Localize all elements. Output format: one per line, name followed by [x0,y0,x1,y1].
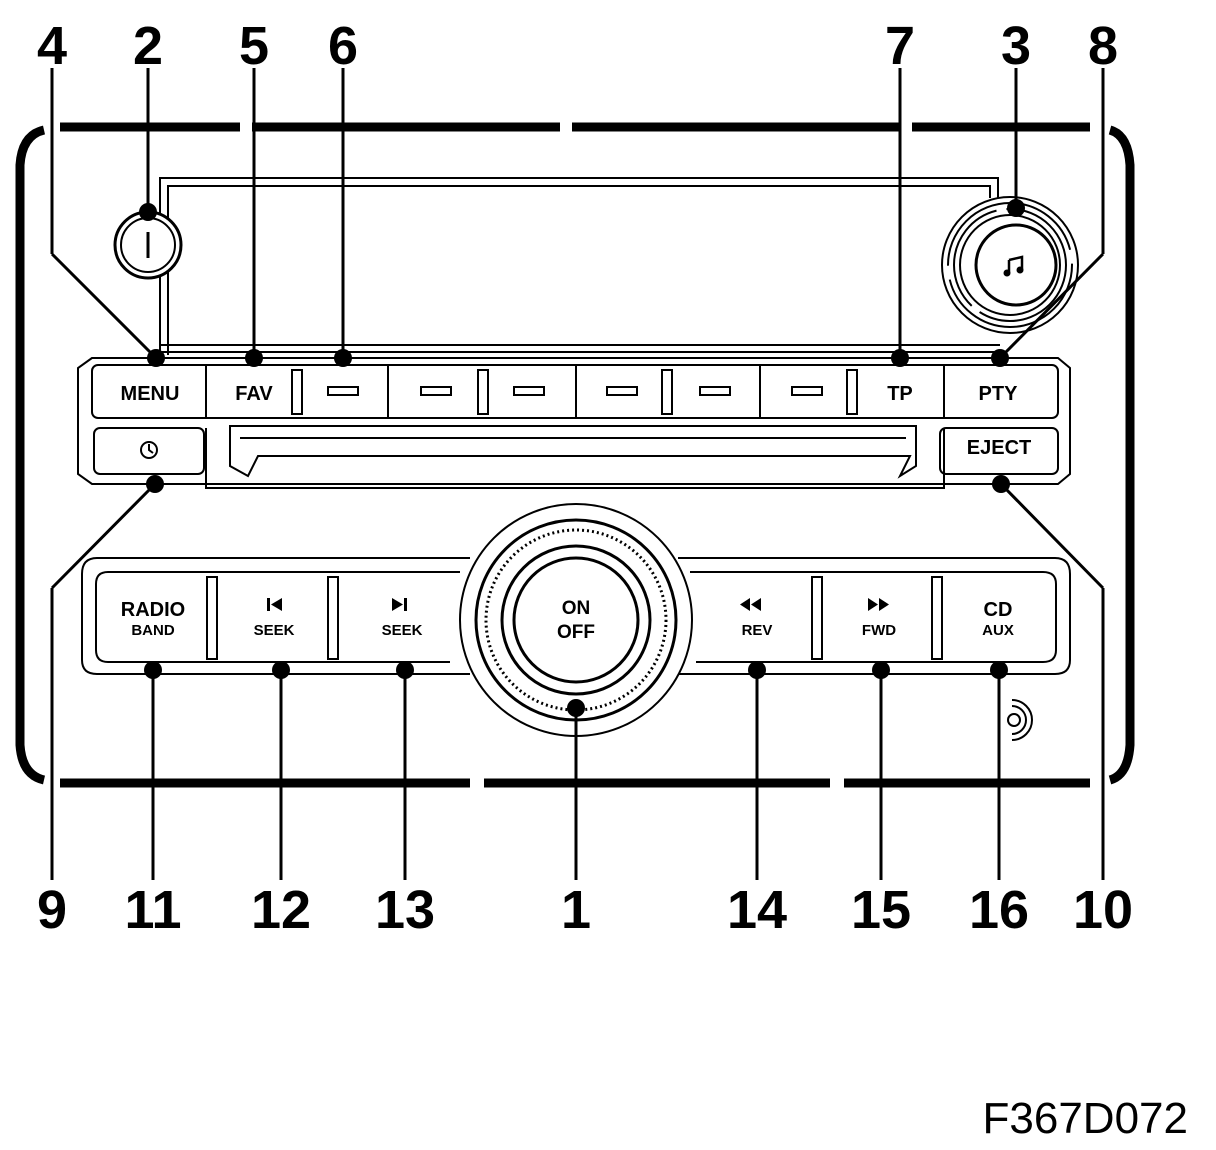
divider [931,576,943,660]
radio-band-button[interactable]: RADIO BAND [121,599,185,639]
seek-back-label: SEEK [254,622,295,639]
aux-label: AUX [982,622,1014,639]
skip-forward-icon [392,598,407,611]
callout-4: 4 [37,16,67,76]
callout-14: 14 [727,880,787,940]
preset-divider [661,369,673,415]
display-window [159,177,1000,355]
callout-numbers: 4 2 5 6 7 3 8 9 11 12 13 1 14 15 16 10 [37,16,1133,940]
divider [206,576,218,660]
preset-button-5[interactable] [699,386,731,396]
preset-button-3[interactable] [513,386,545,396]
callout-6: 6 [328,16,358,76]
preset-button-6[interactable] [791,386,823,396]
lower-button-panel [81,557,1071,675]
divider [811,576,823,660]
callout-16: 16 [969,880,1029,940]
callout-11: 11 [124,880,181,940]
rewind-icon [740,598,761,611]
cd-slot [229,425,917,479]
rev-button[interactable]: REV [740,598,772,639]
callout-5: 5 [239,16,269,76]
fast-forward-icon [868,598,889,611]
seek-forward-button[interactable]: SEEK [382,598,423,639]
callout-13: 13 [375,880,435,940]
lower-dividers [206,576,943,660]
on-label: ON [562,598,591,619]
fwd-label: FWD [862,622,896,639]
outer-frame [15,122,1135,788]
leader-lines [50,68,1105,880]
band-label: BAND [131,622,174,639]
tp-button[interactable]: TP [887,383,913,405]
callout-10: 10 [1073,880,1133,940]
upper-button-panel [77,357,1071,489]
leader-dots [139,199,1025,717]
preset-divider [846,369,858,415]
rev-label: REV [742,622,773,639]
fwd-button[interactable]: FWD [862,598,896,639]
callout-15: 15 [851,880,911,940]
callout-3: 3 [1001,16,1031,76]
off-label: OFF [557,622,595,643]
callout-7: 7 [885,16,915,76]
preset-markers [291,369,858,415]
fav-button[interactable]: FAV [235,383,273,405]
aux-jack[interactable] [1007,699,1033,741]
music-note-icon [1003,255,1024,277]
callout-9: 9 [37,880,67,940]
preset-button-1[interactable] [327,386,359,396]
callout-2: 2 [133,16,163,76]
seek-back-button[interactable]: SEEK [254,598,295,639]
clock-icon [140,441,158,459]
preset-button-2[interactable] [420,386,452,396]
frame-gaps [240,118,912,792]
preset-divider [291,369,303,415]
seek-forward-label: SEEK [382,622,423,639]
radio-label: RADIO [121,599,185,621]
eject-button[interactable]: EJECT [967,437,1031,459]
callout-12: 12 [251,880,311,940]
skip-back-icon [267,598,282,611]
aux-jack-icon [1007,699,1033,741]
preset-button-4[interactable] [606,386,638,396]
figure-id: F367D072 [983,1094,1188,1143]
tone-knob[interactable] [941,196,1079,334]
preset-divider [477,369,489,415]
power-knob[interactable] [113,210,183,280]
clock-button[interactable] [140,441,158,459]
divider [327,576,339,660]
pty-button[interactable]: PTY [979,383,1019,405]
callout-8: 8 [1088,16,1118,76]
cd-label: CD [984,599,1013,621]
callout-1: 1 [561,880,591,940]
menu-button[interactable]: MENU [121,383,180,405]
cd-aux-button[interactable]: CD AUX [982,599,1014,639]
